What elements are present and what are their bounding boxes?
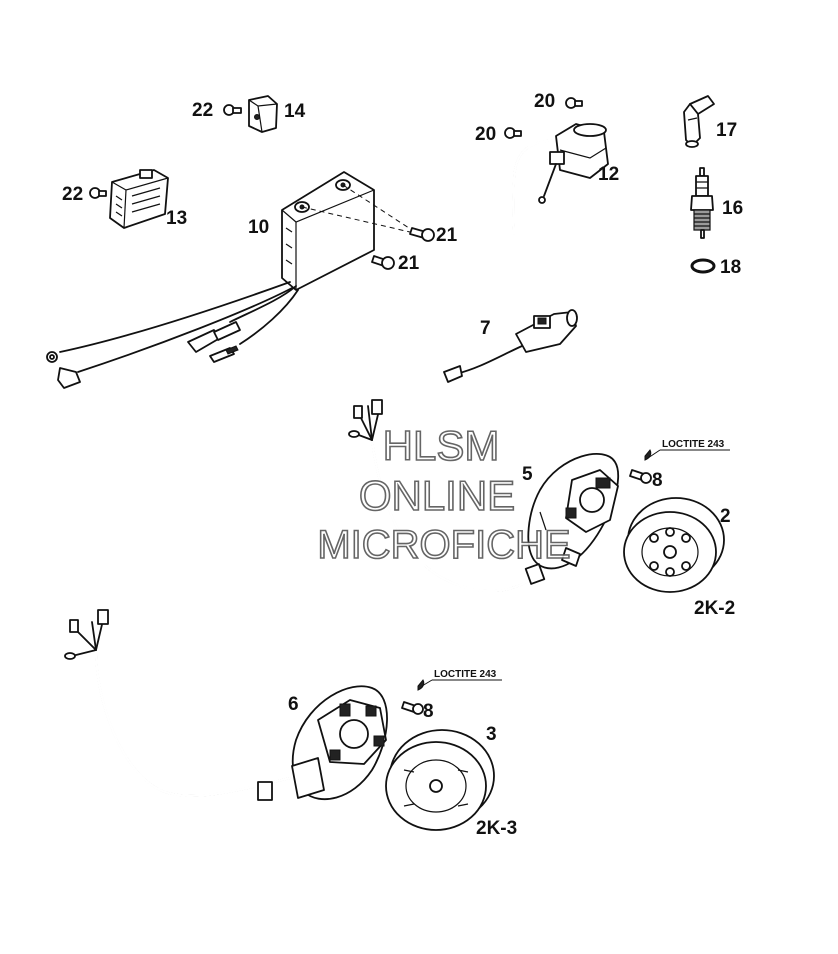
label-5: 5 — [522, 464, 533, 485]
stator-harness-2k3[interactable] — [64, 609, 292, 801]
label-18: 18 — [720, 257, 741, 278]
part-17-plug-cap[interactable] — [683, 95, 715, 148]
label-22-top: 22 — [192, 100, 213, 121]
label-14: 14 — [284, 101, 306, 122]
watermark: HLSM ONLINE MICROFICHE — [317, 421, 572, 568]
part-12-ignition-coil[interactable] — [511, 123, 609, 236]
label-2k-3: 2K-3 — [476, 818, 517, 839]
loctite-text-upper: LOCTITE 243 — [662, 439, 725, 450]
part-18-sealing-ring[interactable] — [690, 258, 716, 274]
cdi-harness[interactable] — [46, 281, 299, 389]
part-10-cdi-unit[interactable] — [281, 171, 375, 291]
part-14-clip[interactable] — [248, 95, 278, 133]
cdi-mount-dashline-2 — [342, 184, 413, 231]
stator-harness-2k2[interactable] — [348, 399, 546, 593]
loctite-note-upper: LOCTITE 243 — [647, 439, 730, 459]
label-16: 16 — [722, 198, 743, 219]
part-22-screw-left[interactable] — [89, 187, 107, 199]
part-22-screw-top[interactable] — [223, 104, 242, 116]
part-7-pickup[interactable] — [443, 309, 578, 383]
label-2: 2 — [720, 506, 731, 527]
label-17: 17 — [716, 120, 737, 141]
label-6: 6 — [288, 694, 299, 715]
watermark-line-2: ONLINE — [359, 472, 515, 519]
part-6-stator[interactable] — [291, 685, 388, 800]
label-7: 7 — [480, 318, 491, 339]
label-3: 3 — [486, 724, 497, 745]
label-2k-2: 2K-2 — [694, 598, 735, 619]
label-21-upper: 21 — [436, 225, 458, 246]
label-21-lower: 21 — [398, 253, 420, 274]
label-12: 12 — [598, 164, 619, 185]
loctite-text-lower: LOCTITE 243 — [434, 669, 497, 680]
part-8-screw-lower[interactable] — [401, 679, 425, 715]
loctite-note-lower: LOCTITE 243 — [421, 669, 502, 687]
label-10: 10 — [248, 217, 269, 238]
label-8-lower: 8 — [423, 701, 434, 722]
label-8-upper: 8 — [652, 470, 663, 491]
part-8-screw-upper[interactable] — [629, 449, 652, 484]
label-22-left: 22 — [62, 184, 83, 205]
part-13-regulator[interactable] — [109, 169, 169, 229]
watermark-line-1: HLSM — [383, 422, 500, 469]
cdi-mount-dashline-1 — [301, 206, 411, 233]
part-20-screw-upper[interactable] — [565, 97, 583, 109]
part-20-screw-lower[interactable] — [504, 127, 522, 139]
part-16-spark-plug[interactable] — [690, 167, 714, 239]
part-21-screw-lower[interactable] — [371, 255, 395, 270]
part-5-stator[interactable] — [527, 453, 620, 570]
part-21-screw-upper[interactable] — [409, 227, 435, 242]
part-2-flywheel[interactable] — [623, 497, 725, 593]
label-13: 13 — [166, 208, 187, 229]
label-20-lower: 20 — [475, 124, 496, 145]
part-3-flywheel[interactable] — [385, 729, 495, 831]
label-20-upper: 20 — [534, 91, 555, 112]
watermark-line-3: MICROFICHE — [317, 523, 570, 567]
